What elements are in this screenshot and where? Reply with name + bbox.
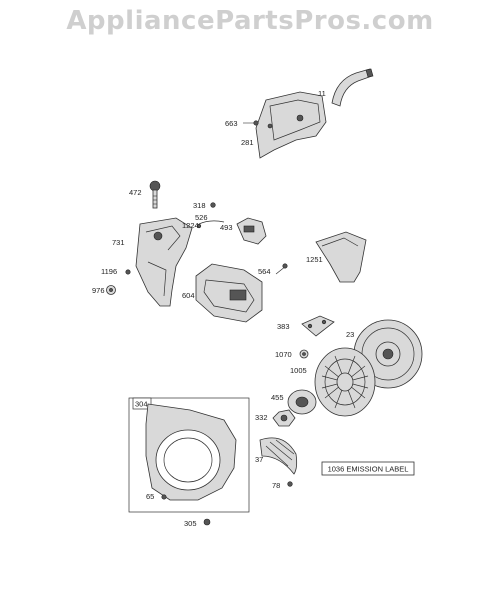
part-304-cover[interactable] [145,403,237,501]
part-455-starter-cup[interactable] [287,389,317,415]
label-65: 65 [146,492,154,501]
label-526: 526 [195,213,208,222]
part-65-screw[interactable] [161,494,167,500]
part-472-bolt[interactable] [149,180,161,209]
part-526-link[interactable] [196,220,225,229]
part-305-screw[interactable] [203,518,211,526]
part-731-housing[interactable] [135,217,193,307]
part-976-nut[interactable] [106,285,116,295]
part-11-tube[interactable] [331,68,374,107]
label-1251: 1251 [306,255,323,264]
label-663: 663 [225,119,238,128]
emission-label-box: 1036 EMISSION LABEL [321,461,415,476]
part-78-screw[interactable] [287,481,293,487]
part-1196-screw[interactable] [125,269,131,275]
label-1005: 1005 [290,366,307,375]
label-281: 281 [241,138,254,147]
part-1251-panel[interactable] [315,231,367,283]
label-493: 493 [220,223,233,232]
label-1224: 1224 [182,221,199,230]
part-332-nut[interactable] [272,409,296,427]
part-1005-fan[interactable] [314,347,376,417]
label-604: 604 [182,291,195,300]
label-731: 731 [112,238,125,247]
label-455: 455 [271,393,284,402]
label-472: 472 [129,188,142,197]
label-304: 304 [135,400,148,409]
part-labels: 11 663 281 472 318 526 1224 493 731 1251… [92,89,354,528]
label-1196: 1196 [101,267,117,276]
label-318: 318 [193,201,206,210]
label-976: 976 [92,286,105,295]
part-383-terminal[interactable] [301,315,335,337]
part-1070-nut[interactable] [299,349,309,359]
part-318-screw[interactable] [210,202,216,208]
emission-label-text: 1036 EMISSION LABEL [328,465,409,474]
label-23: 23 [346,330,354,339]
part-604-air-shroud[interactable] [195,263,263,323]
label-1070: 1070 [275,350,292,359]
part-493-bracket[interactable] [236,217,267,245]
part-564-bolt[interactable] [275,263,288,275]
label-564: 564 [258,267,271,276]
label-11: 11 [318,89,326,98]
label-305: 305 [184,519,197,528]
part-37-screen[interactable] [259,437,298,475]
label-37: 37 [255,455,263,464]
label-332: 332 [255,413,268,422]
part-304-frame [128,397,250,513]
watermark-logo: AppliancePartsPros.com [66,6,434,36]
label-78: 78 [272,481,280,490]
label-383: 383 [277,322,290,331]
part-663-screw[interactable] [243,120,259,126]
part-281-shroud[interactable] [255,91,327,159]
